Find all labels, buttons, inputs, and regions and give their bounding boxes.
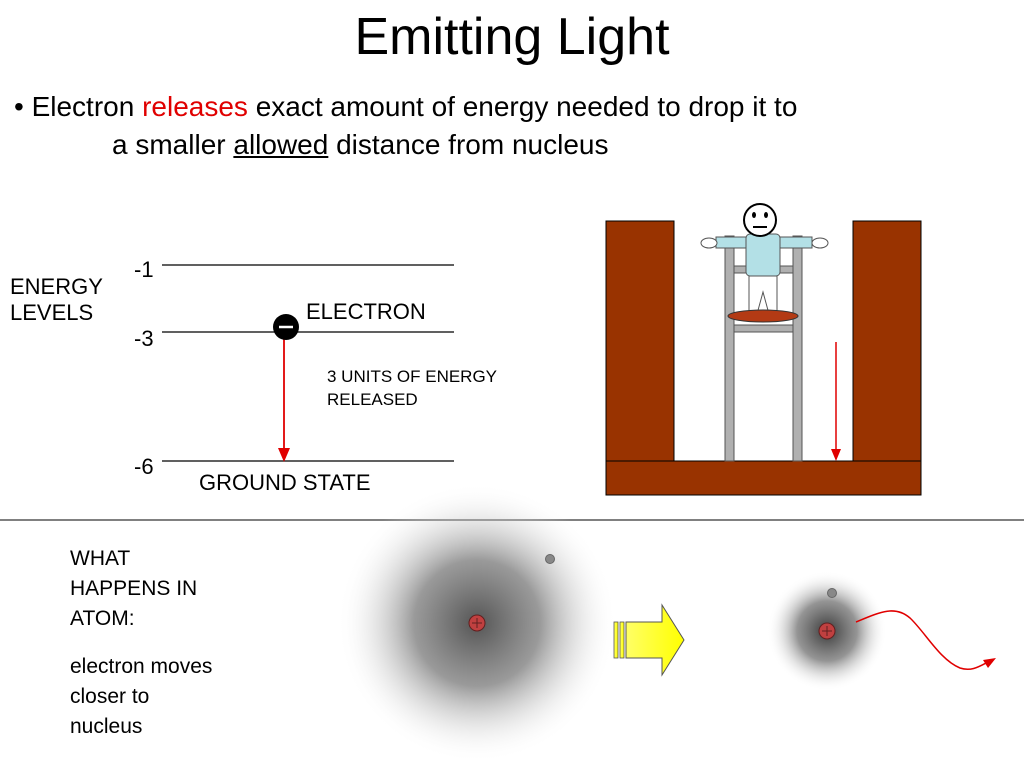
left-wall bbox=[605, 220, 675, 496]
level-label-3: -3 bbox=[134, 326, 154, 351]
atom-heading-line3: ATOM: bbox=[70, 607, 135, 630]
energy-drop-arrowhead bbox=[278, 448, 290, 462]
atom-heading-line2: HAPPENS IN bbox=[70, 577, 198, 600]
transition-arrow-icon bbox=[613, 603, 685, 677]
energy-level-lines bbox=[162, 264, 454, 462]
outer-electron-dot bbox=[545, 554, 555, 564]
atom-caption-line1: electron moves bbox=[70, 655, 213, 678]
bullet-line2-suffix: distance from nucleus bbox=[328, 129, 609, 160]
bullet-text: • Electron releases exact amount of ener… bbox=[14, 88, 1014, 164]
atom-caption-line3: nucleus bbox=[70, 715, 143, 738]
bullet-prefix: • Electron bbox=[14, 91, 143, 122]
emitted-light-wave bbox=[855, 610, 991, 671]
inner-electron-dot bbox=[827, 588, 837, 598]
atom-caption-line2: closer to bbox=[70, 685, 150, 708]
atom-heading-line1: WHAT bbox=[70, 547, 131, 570]
person-figure bbox=[700, 203, 829, 323]
energy-axis-label-line1: ENERGY bbox=[10, 274, 103, 299]
ladder-rung-lower bbox=[733, 324, 794, 333]
bullet-highlight: releases bbox=[142, 91, 248, 122]
ladder-illustration bbox=[605, 203, 922, 496]
energy-axis-label: ENERGY LEVELS bbox=[10, 274, 103, 326]
ladder-drop-arrowhead bbox=[831, 449, 841, 461]
level-label-1: -1 bbox=[134, 257, 154, 282]
slide-title: Emitting Light bbox=[354, 8, 670, 66]
energy-note: 3 UNITS OF ENERGY RELEASED bbox=[327, 365, 497, 411]
electron-icon bbox=[273, 314, 299, 340]
bullet-line2-prefix: a smaller bbox=[112, 129, 234, 160]
bullet-middle: exact amount of energy needed to drop it… bbox=[247, 91, 798, 122]
atom-before bbox=[337, 483, 617, 763]
atom-heading: WHAT HAPPENS IN ATOM: bbox=[70, 544, 197, 634]
bullet-underlined: allowed bbox=[233, 129, 329, 160]
neutral-face-icon bbox=[743, 203, 777, 237]
ground-state-label: GROUND STATE bbox=[199, 470, 371, 495]
electron-label: ELECTRON bbox=[306, 299, 426, 324]
energy-note-line1: 3 UNITS OF ENERGY bbox=[327, 367, 498, 386]
level-label-6: -6 bbox=[134, 454, 154, 479]
right-wall bbox=[852, 220, 922, 496]
energy-note-line2: RELEASED bbox=[327, 390, 418, 409]
atom-after bbox=[767, 571, 996, 691]
atom-caption: electron moves closer to nucleus bbox=[70, 652, 212, 742]
person-feet bbox=[727, 309, 799, 323]
energy-axis-label-line2: LEVELS bbox=[10, 300, 94, 325]
emitted-light-arrowhead bbox=[983, 658, 996, 668]
floor-beam bbox=[605, 460, 922, 496]
ladder-pole-right bbox=[792, 235, 803, 462]
ladder-pole-left bbox=[724, 235, 735, 462]
